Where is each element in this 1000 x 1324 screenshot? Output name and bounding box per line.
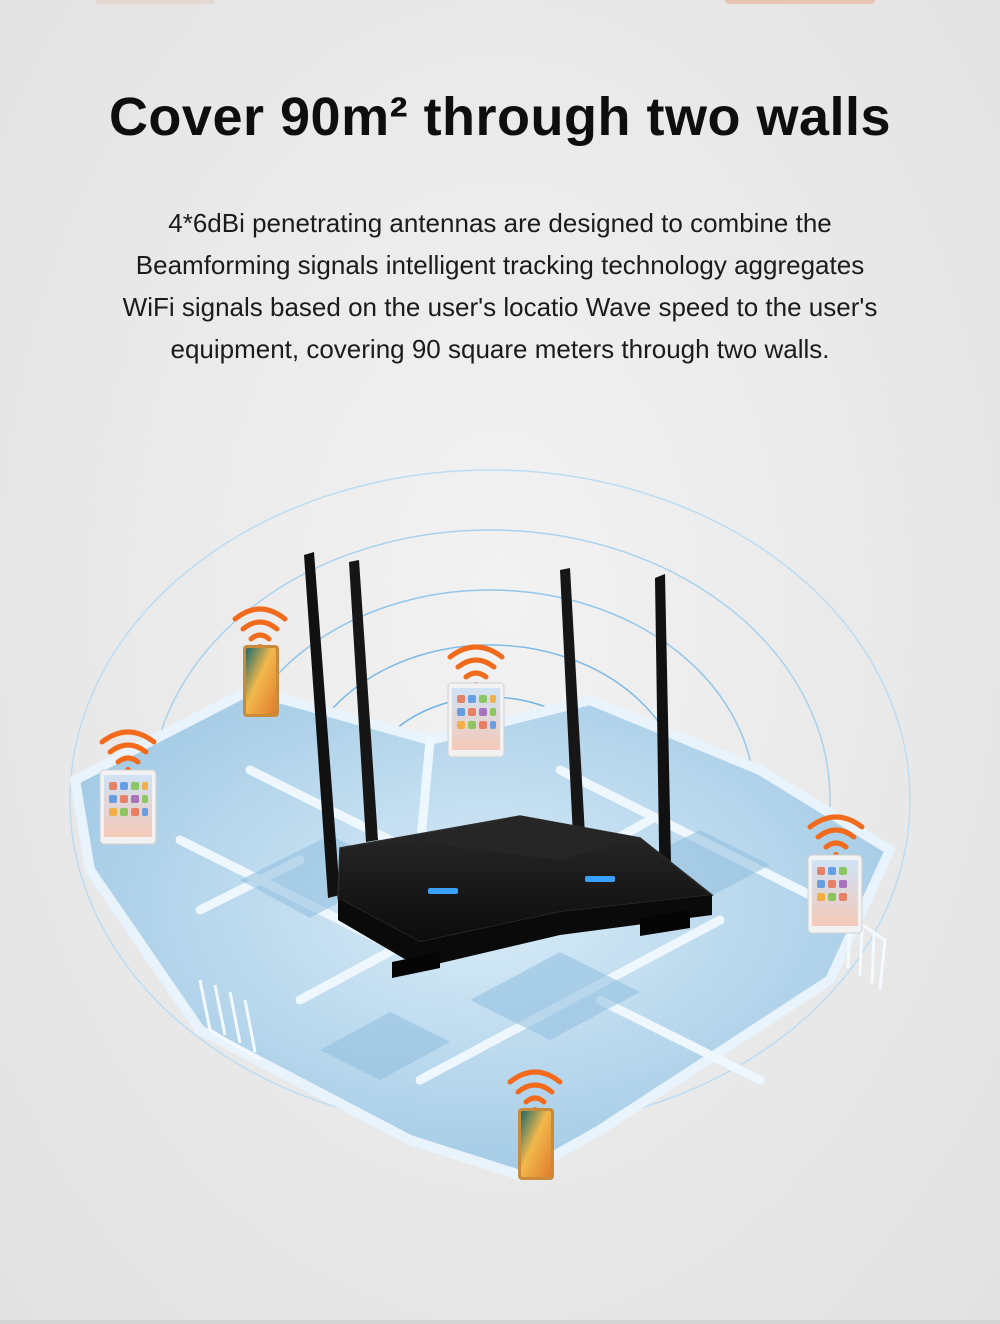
router-antenna bbox=[304, 552, 340, 898]
device-tablet-center bbox=[447, 644, 505, 758]
device-tablet-left bbox=[99, 729, 157, 845]
top-decoration-right bbox=[725, 0, 875, 4]
router-antenna bbox=[655, 574, 672, 912]
wifi-icon bbox=[99, 729, 157, 773]
device-tablet-right bbox=[807, 814, 865, 934]
device-phone-top-left bbox=[232, 606, 288, 717]
bottom-border bbox=[0, 1320, 1000, 1324]
description: 4*6dBi penetrating antennas are designed… bbox=[60, 202, 940, 370]
top-decoration-left bbox=[95, 0, 215, 4]
router-antenna bbox=[560, 568, 585, 837]
smartphone-icon bbox=[518, 1108, 554, 1180]
wifi-icon bbox=[807, 814, 865, 858]
tablet-icon bbox=[99, 769, 157, 845]
router-body-front bbox=[338, 895, 712, 968]
tablet-icon bbox=[447, 682, 505, 758]
description-line: equipment, covering 90 square meters thr… bbox=[170, 334, 830, 364]
smartphone-icon bbox=[243, 645, 279, 717]
description-line: Beamforming signals intelligent tracking… bbox=[135, 250, 865, 280]
coverage-illustration bbox=[69, 469, 911, 1180]
description-line: 4*6dBi penetrating antennas are designed… bbox=[168, 208, 832, 238]
wifi-icon bbox=[447, 644, 505, 688]
wifi-icon bbox=[507, 1069, 563, 1113]
router-led bbox=[585, 876, 615, 882]
router-led bbox=[428, 888, 458, 894]
description-line: WiFi signals based on the user's locatio… bbox=[122, 292, 878, 322]
headline: Cover 90m² through two walls bbox=[108, 87, 892, 147]
tablet-icon bbox=[807, 854, 863, 934]
router-icon bbox=[304, 552, 714, 978]
wifi-icon bbox=[232, 606, 288, 650]
router-antenna bbox=[349, 560, 378, 842]
device-phone-bottom bbox=[507, 1069, 563, 1180]
